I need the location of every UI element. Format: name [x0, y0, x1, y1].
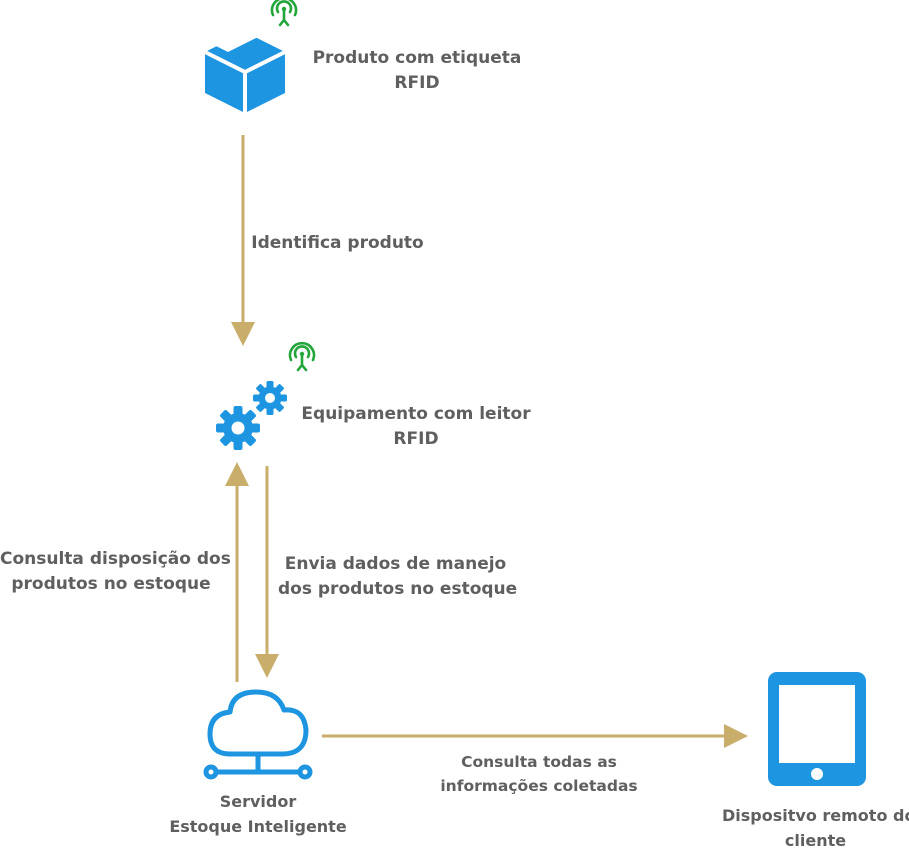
tablet-icon	[768, 672, 866, 786]
gears-icon	[216, 381, 287, 450]
cloud-server-icon	[203, 689, 313, 780]
rfid-signal-icon	[270, 0, 298, 27]
server-label: Servidor Estoque Inteligente	[169, 792, 347, 836]
consult-all-info-label: Consulta todas as informações coletadas	[440, 753, 638, 795]
identifies-product-label: Identifica produto	[251, 233, 424, 253]
device-label: Dispositvo remoto do cliente	[722, 806, 909, 850]
send-handling-data-label: Envia dados de manejo dos produtos no es…	[278, 554, 518, 599]
box-icon	[204, 26, 286, 113]
product-label: Produto com etiqueta RFID	[312, 48, 522, 93]
rfid-signal-icon	[288, 341, 316, 372]
consult-disposition-label: Consulta disposição dos produtos no esto…	[0, 549, 231, 594]
reader-label: Equipamento com leitor RFID	[301, 404, 531, 449]
